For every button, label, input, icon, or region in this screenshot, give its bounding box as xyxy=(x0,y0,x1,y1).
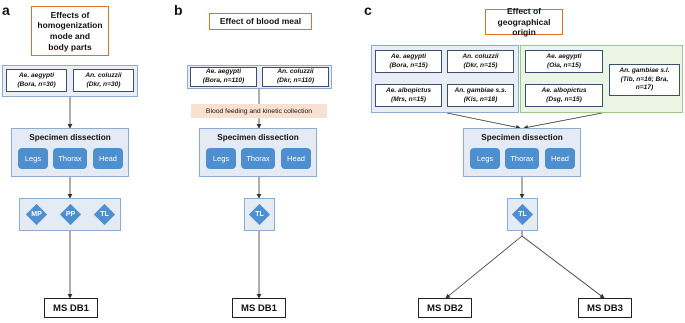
part-legs: Legs xyxy=(206,148,236,169)
dissection-title: Specimen dissection xyxy=(217,133,299,142)
panel-a-title-line: homogenization xyxy=(37,20,103,31)
panel-c-letter: c xyxy=(364,2,372,18)
species-name: An. gambiae s.s. xyxy=(454,86,507,94)
part-legs: Legs xyxy=(18,148,48,169)
species-name: Ae. aegypti xyxy=(390,52,427,60)
species-detail: (Dkr, n=15) xyxy=(463,61,498,69)
panel-c-title-line: Effect of xyxy=(507,6,541,17)
species-detail: (Dsg, n=15) xyxy=(546,95,582,103)
species-name: An. gambiae s.l. xyxy=(619,67,670,75)
species-box: Ae. aegypti (Bora, n=110) xyxy=(190,67,257,87)
panel-c-title: Effect of geographical origin xyxy=(485,6,563,38)
panel-a-title-line: Effects of xyxy=(50,9,90,20)
panel-a-title-line: mode and xyxy=(49,31,91,41)
part-thorax: Thorax xyxy=(505,148,539,169)
panel-b-title: Effect of blood meal xyxy=(209,13,312,30)
dissection-title: Specimen dissection xyxy=(29,133,111,142)
species-box: An. gambiae s.s. (Kis, n=18) xyxy=(447,84,514,107)
database-box: MS DB1 xyxy=(44,298,98,318)
mode-label: TL xyxy=(518,211,527,218)
mode-label: PP xyxy=(65,211,76,218)
species-box: Ae. albopictus (Mrs, n=15) xyxy=(375,84,442,107)
species-name: An. coluzzii xyxy=(462,52,499,60)
panel-b-title-line: Effect of blood meal xyxy=(219,16,302,27)
species-detail: n=17) xyxy=(635,84,654,92)
panel-a-title: Effects of homogenization mode and body … xyxy=(31,6,109,56)
species-name: Ae. aegypti xyxy=(205,68,242,76)
species-name: An. coluzzii xyxy=(277,68,314,76)
species-box: An. gambiae s.l. (Tib, n=16; Bra, n=17) xyxy=(609,64,680,96)
part-head: Head xyxy=(93,148,123,169)
species-box: An. coluzzii (Dkr, n=110) xyxy=(262,67,329,87)
species-name: Ae. albopictus xyxy=(541,86,587,94)
species-detail: (Mrs, n=15) xyxy=(391,95,426,103)
species-detail: (Bora, n=30) xyxy=(17,80,56,88)
species-detail: (Bora, n=15) xyxy=(389,61,428,69)
species-detail: (Dkr, n=110) xyxy=(276,77,315,84)
part-thorax: Thorax xyxy=(241,148,275,169)
mode-label: TL xyxy=(100,211,109,218)
part-legs: Legs xyxy=(470,148,500,169)
mode-label: TL xyxy=(255,211,264,218)
species-box: Ae. aegypti (Oia, n=15) xyxy=(525,50,603,73)
panel-c-title-line: geographical origin xyxy=(497,16,551,38)
species-box: Ae. aegypti (Bora, n=30) xyxy=(6,69,67,92)
species-detail: (Tib, n=16; Bra, xyxy=(620,75,669,83)
panel-a-title-line: body parts xyxy=(48,41,92,52)
species-detail: (Dkr, n=30) xyxy=(86,80,121,88)
panel-a-letter: a xyxy=(2,2,10,18)
part-head: Head xyxy=(545,148,575,169)
species-box: Ae. aegypti (Bora, n=15) xyxy=(375,50,442,73)
species-name: Ae. aegypti xyxy=(546,52,582,60)
database-box: MS DB2 xyxy=(418,298,472,318)
part-thorax: Thorax xyxy=(53,148,87,169)
species-box: An. coluzzii (Dkr, n=30) xyxy=(73,69,134,92)
species-detail: (Bora, n=110) xyxy=(202,77,245,84)
species-box: Ae. albopictus (Dsg, n=15) xyxy=(525,84,603,107)
species-detail: (Kis, n=18) xyxy=(463,95,498,103)
database-box: MS DB3 xyxy=(578,298,632,318)
species-detail: (Oia, n=15) xyxy=(547,61,581,69)
species-name: An. coluzzii xyxy=(85,71,122,79)
database-box: MS DB1 xyxy=(232,298,286,318)
mode-label: MP xyxy=(31,211,42,218)
part-head: Head xyxy=(281,148,311,169)
dissection-title: Specimen dissection xyxy=(481,133,563,142)
blood-feeding-label: Blood feeding and kinetic collection xyxy=(191,104,327,118)
panel-b-letter: b xyxy=(174,2,183,18)
species-name: Ae. aegypti xyxy=(18,71,55,79)
species-name: Ae. albopictus xyxy=(385,86,432,94)
species-box: An. coluzzii (Dkr, n=15) xyxy=(447,50,514,73)
